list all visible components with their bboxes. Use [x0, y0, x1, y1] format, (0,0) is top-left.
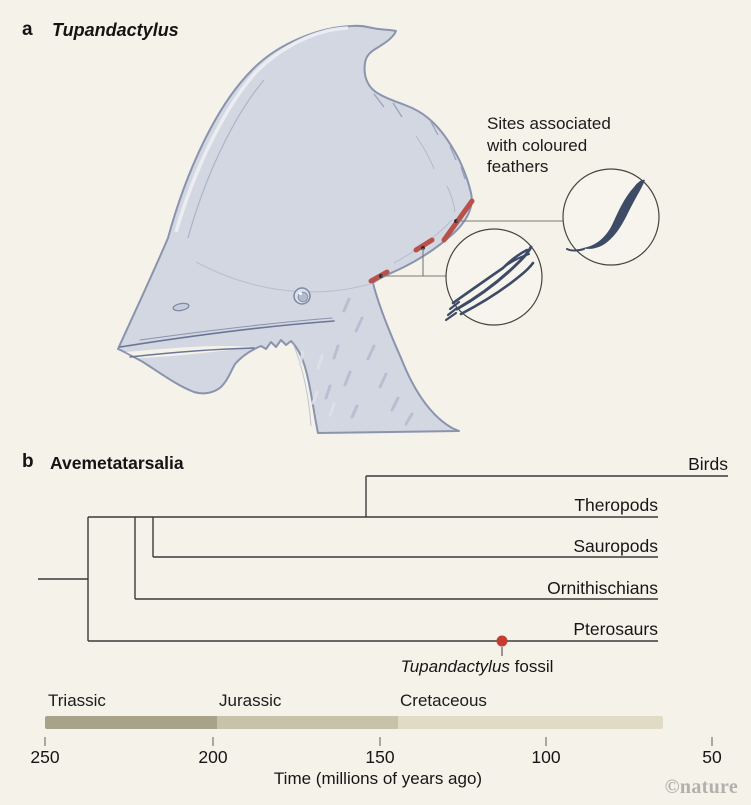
inset-circle-branched-feather [444, 228, 543, 326]
panel-b-label: b [22, 451, 34, 472]
pterosaur-illustration [117, 24, 660, 434]
inset-circle-monofilament [562, 168, 660, 266]
taxon-label-theropods: Theropods [574, 495, 658, 515]
branched-feather-icon [444, 245, 535, 322]
nature-watermark: ©nature [664, 776, 738, 798]
timescale-segment-cretaceous [398, 716, 663, 729]
fossil-marker [496, 635, 508, 656]
period-label-cretaceous: Cretaceous [400, 691, 487, 710]
taxon-label-ornithischians: Ornithischians [547, 578, 658, 598]
pterosaur-beak-lines [119, 317, 335, 358]
taxon-label-pterosaurs: Pterosaurs [573, 619, 658, 639]
fossil-label: Tupandactylus fossil [322, 657, 632, 677]
taxon-label-birds: Birds [688, 454, 728, 474]
panel-a-title: Tupandactylus [52, 20, 179, 40]
axis-tick-50: 50 [702, 747, 722, 767]
fossil-label-rest: fossil [509, 657, 554, 676]
feather-site-mark-2 [413, 237, 435, 253]
timescale-segment-triassic [45, 716, 217, 729]
fossil-dot [496, 635, 508, 647]
pterosaur-eye [293, 287, 311, 305]
axis-tick-100: 100 [531, 747, 561, 767]
axis-tick-200: 200 [198, 747, 228, 767]
taxon-label-sauropods: Sauropods [573, 536, 658, 556]
monofilament-feather-icon [583, 179, 645, 249]
pterosaur-nostril [172, 302, 190, 312]
axis-tick-250: 250 [30, 747, 60, 767]
inset-leader-lines [381, 220, 563, 277]
neck-feather-texture [298, 297, 414, 426]
period-label-jurassic: Jurassic [219, 691, 282, 710]
cladogram-lines [38, 475, 728, 642]
timescale-segment-jurassic [217, 716, 398, 729]
pterosaur-head-silhouette [117, 24, 473, 434]
feather-sites-annotation: Sites associated with coloured feathers [487, 114, 611, 176]
timescale-ticks [44, 737, 713, 746]
feather-site-mark-3 [368, 269, 390, 284]
panel-b-title: Avemetatarsalia [50, 453, 184, 473]
period-label-triassic: Triassic [48, 691, 106, 710]
time-axis-title: Time (millions of years ago) [273, 769, 483, 788]
axis-tick-150: 150 [365, 747, 395, 767]
fossil-label-genus: Tupandactylus [400, 657, 510, 676]
panel-a-label: a [22, 19, 33, 40]
